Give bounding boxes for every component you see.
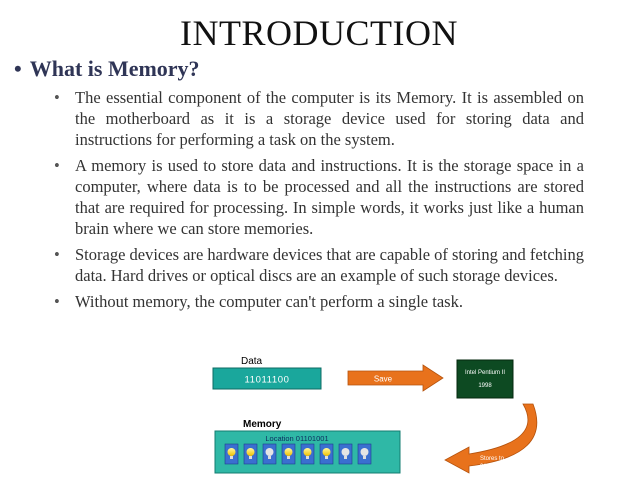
memory-cell [224, 443, 239, 465]
slide-title: INTRODUCTION [180, 13, 458, 53]
location-label: Location 01101001 [265, 434, 328, 443]
heading-text: What is Memory? [29, 56, 200, 81]
memory-cells [224, 443, 372, 465]
heading-bullet: • [14, 56, 22, 81]
memory-cell [281, 443, 296, 465]
bullet-text: A memory is used to store data and instr… [75, 156, 584, 238]
memory-cell [243, 443, 258, 465]
bullet-list: • The essential component of the computer… [54, 87, 584, 317]
bullet-marker: • [54, 156, 60, 175]
stores-arrow [444, 403, 538, 474]
memory-diagram: Data 11011100 Save Intel Pentium II 1998… [212, 356, 538, 474]
bullet-text: The essential component of the computer … [75, 88, 584, 149]
stores-label: Stores to [480, 456, 505, 462]
section-heading: • What is Memory? [14, 56, 200, 82]
bullet-text: Without memory, the computer can't perfo… [75, 292, 463, 311]
memory-label: Memory [243, 419, 282, 430]
memory-cell [319, 443, 334, 465]
bullet-marker: • [54, 245, 60, 264]
save-arrow [347, 364, 444, 392]
memory-cell [338, 443, 353, 465]
bullet-marker: • [54, 292, 60, 311]
bullet-item: • Without memory, the computer can't perf… [54, 291, 584, 312]
bullet-item: • A memory is used to store data and inst… [54, 155, 584, 239]
chip-label: Intel Pentium II [465, 370, 505, 376]
processor-chip-icon [456, 359, 514, 399]
data-label: Data [241, 356, 263, 367]
data-value: 11011100 [245, 375, 290, 386]
stores-address: 01101001 [480, 464, 507, 470]
memory-cell [262, 443, 277, 465]
memory-cell [300, 443, 315, 465]
bullet-item: • The essential component of the computer… [54, 87, 584, 150]
bullet-text: Storage devices are hardware devices tha… [75, 245, 584, 285]
memory-cell [357, 443, 372, 465]
chip-year: 1998 [478, 383, 492, 389]
save-label: Save [374, 375, 393, 384]
bullet-item: • Storage devices are hardware devices th… [54, 244, 584, 286]
data-box [212, 367, 322, 390]
bullet-marker: • [54, 88, 60, 107]
